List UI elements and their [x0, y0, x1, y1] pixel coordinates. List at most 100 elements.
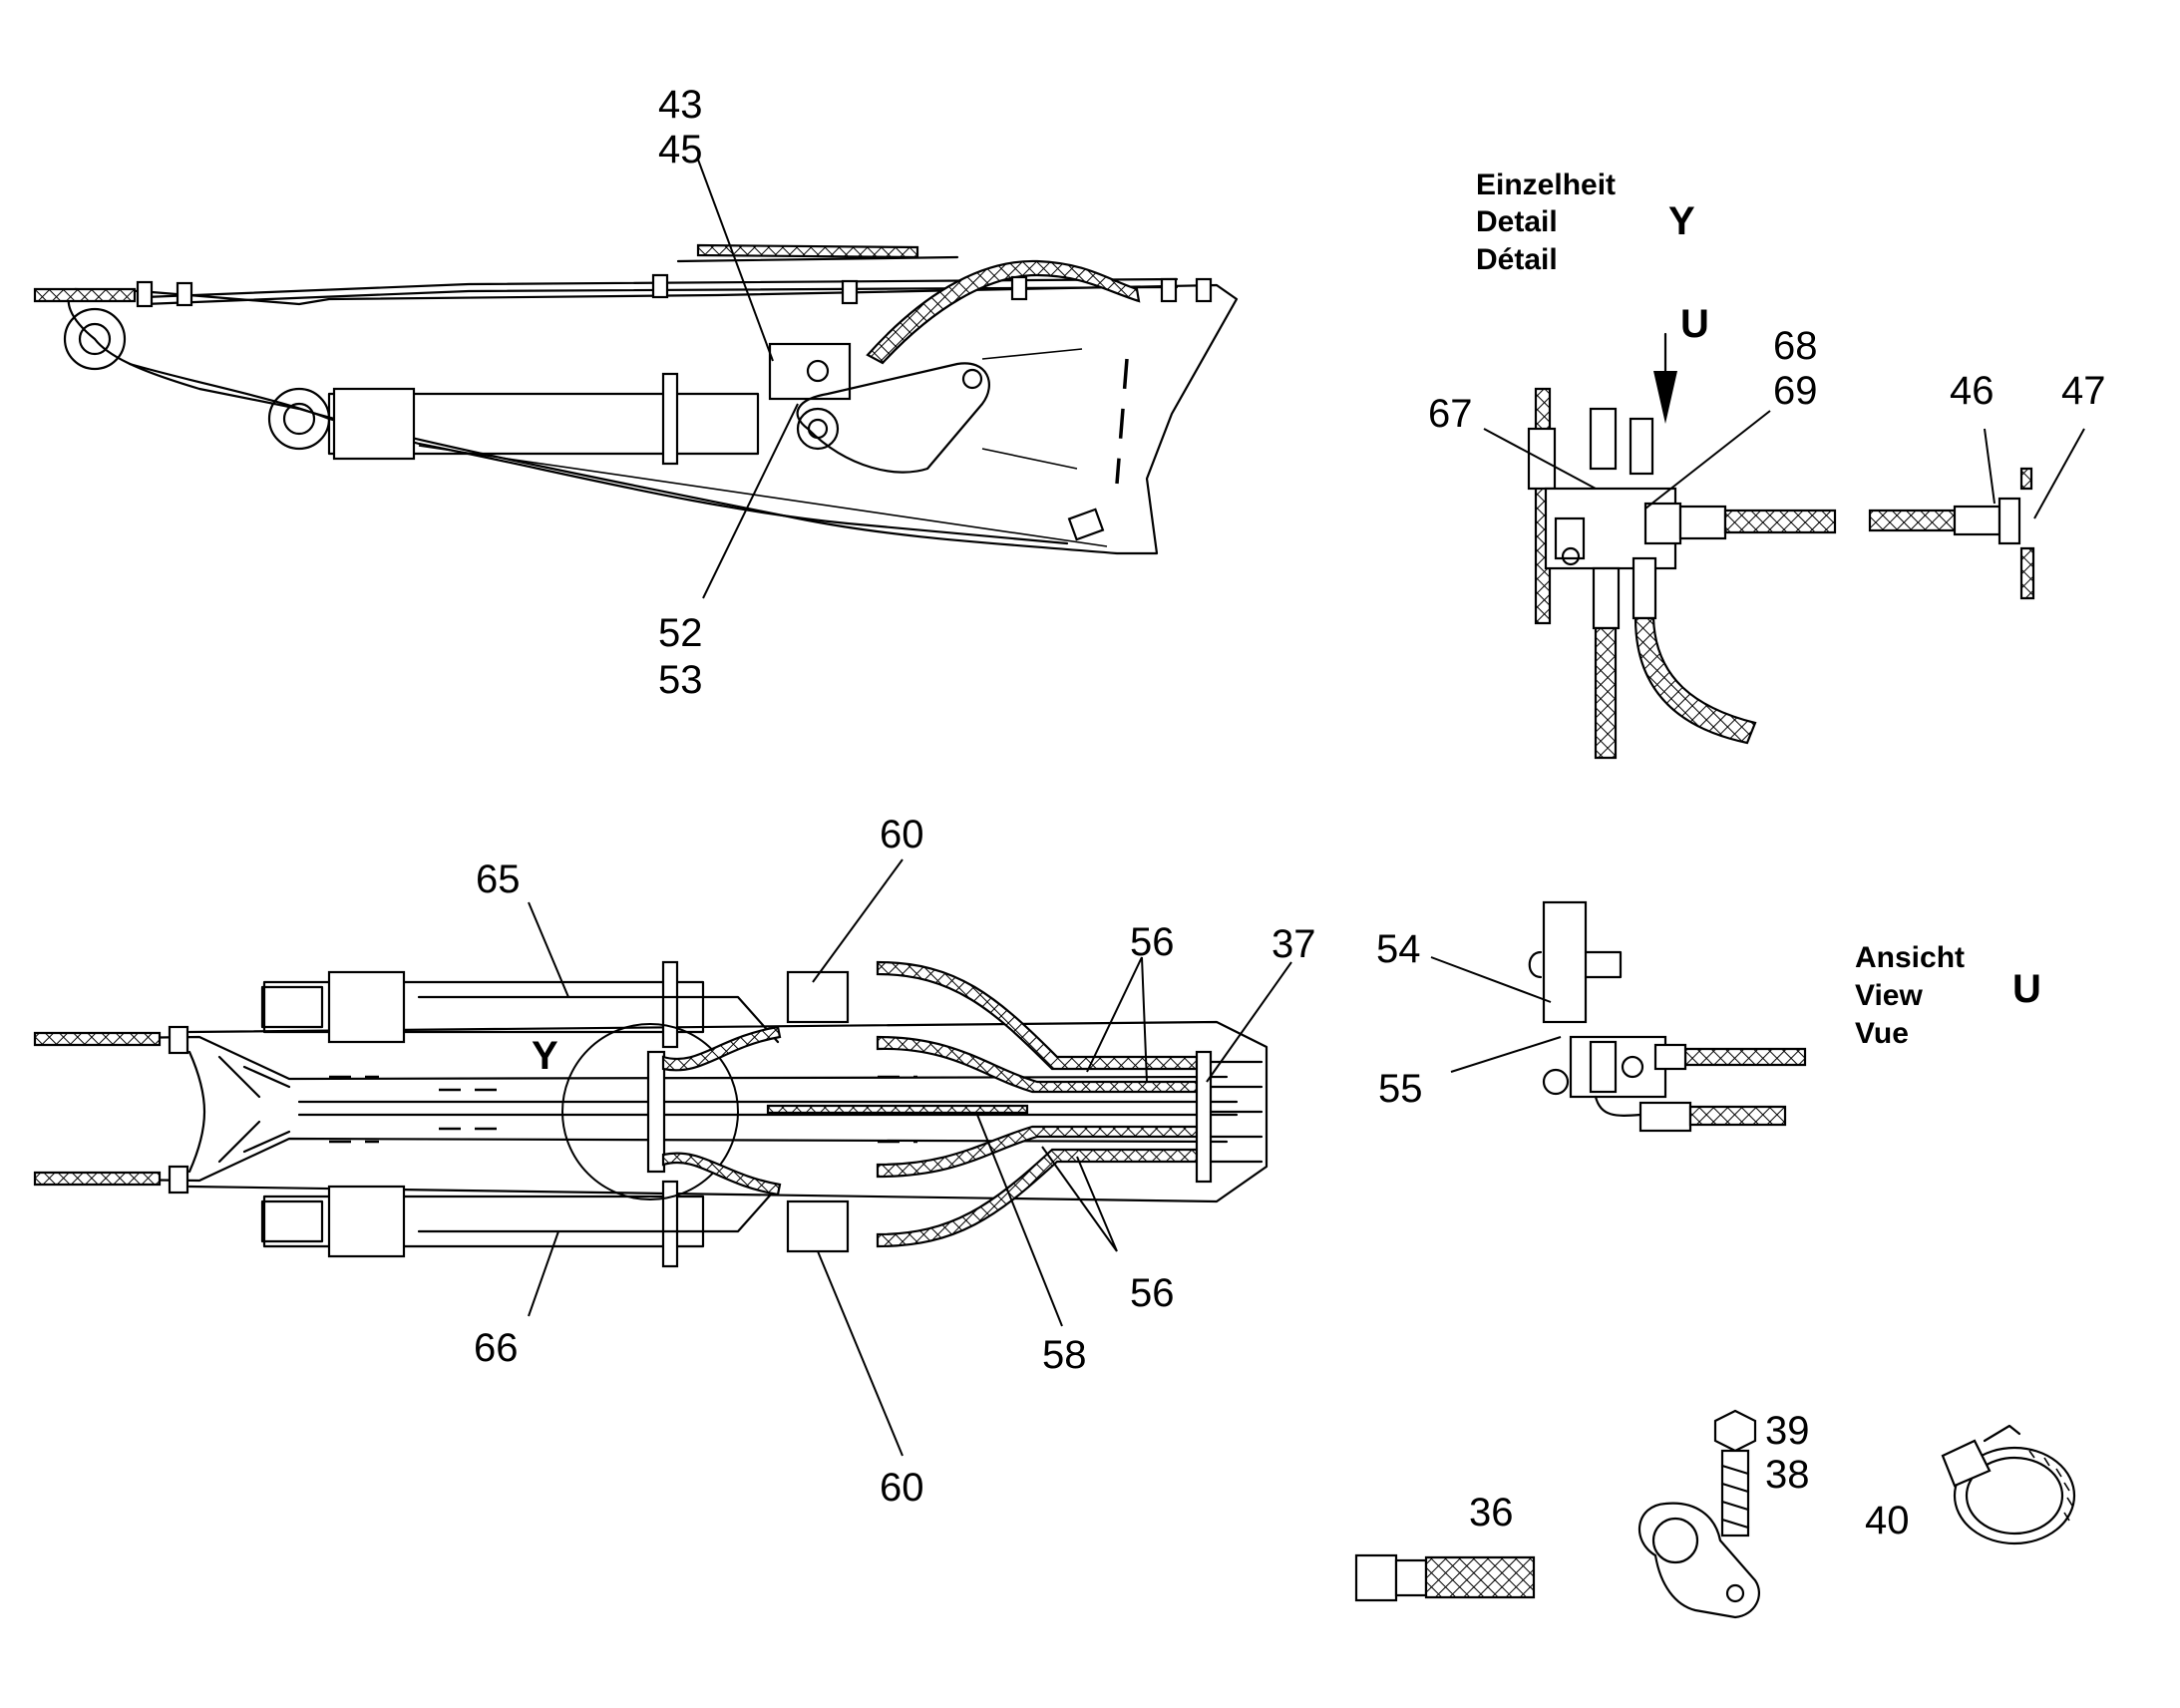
label-55: 55 — [1378, 1067, 1423, 1111]
part-39-threads — [1720, 1464, 1750, 1530]
part-36-nut — [1354, 1553, 1398, 1602]
detail-y-heading-en: Detail — [1476, 205, 1558, 238]
view-u — [1528, 900, 1807, 1133]
u-block — [1569, 1035, 1667, 1099]
boom-curved-hose — [866, 259, 1141, 365]
boom-side-view — [33, 243, 1239, 555]
y-port-1 — [1589, 407, 1618, 471]
tee-down — [2019, 546, 2035, 600]
leader-46 — [1984, 428, 1996, 505]
clamp-5 — [1195, 277, 1213, 303]
clamp-4 — [1160, 277, 1178, 303]
top-pipe — [143, 277, 1179, 299]
plan-fork-inner-2 — [217, 1055, 261, 1164]
leader-66 — [528, 1230, 559, 1317]
right-stubs — [1209, 1060, 1264, 1164]
label-45: 45 — [658, 128, 703, 171]
boom-front-eye-pin — [78, 322, 112, 356]
view-u-heading-fr: Vue — [1855, 1017, 1909, 1050]
y-hose-top — [661, 1025, 782, 1072]
y-hose-bottom — [661, 1152, 782, 1196]
plan-cylinder-top — [262, 980, 705, 1034]
circle-y-letter: Y — [532, 1034, 558, 1078]
leader-60-top — [812, 858, 904, 983]
plan-boom-outline — [187, 1020, 1269, 1203]
u-hose-bottom — [1688, 1105, 1787, 1127]
label-60-bottom: 60 — [880, 1466, 924, 1510]
part-40-band-inner — [1965, 1456, 2064, 1536]
pipe-66 — [417, 1185, 780, 1233]
y-fitting-right — [1678, 505, 1727, 540]
y-down-fitting-2 — [1632, 556, 1657, 620]
view-u-letter: U — [2012, 967, 2041, 1011]
pivot-plate — [796, 362, 990, 474]
y-nut-2 — [1643, 502, 1682, 545]
label-54: 54 — [1376, 927, 1421, 971]
part-36-ferrule — [1394, 1558, 1428, 1597]
label-65: 65 — [476, 857, 521, 901]
tee-up — [2019, 467, 2033, 491]
y-port-2 — [1629, 417, 1654, 476]
part-40-tail — [1983, 1424, 2021, 1443]
label-38: 38 — [1765, 1453, 1810, 1497]
plan-fork-inner — [187, 1050, 206, 1174]
clamp-2 — [176, 281, 193, 307]
cylinder-head — [332, 387, 416, 461]
leader-37 — [1206, 961, 1292, 1083]
u-hose-top — [1683, 1047, 1807, 1067]
y-bolt — [1561, 546, 1581, 566]
leader-68-69 — [1644, 410, 1771, 510]
detail-y-heading-fr: Détail — [1476, 243, 1558, 276]
plate-rod-2 — [981, 448, 1078, 470]
plan-hose-top-left — [33, 1031, 162, 1047]
y-nut-1 — [1554, 516, 1586, 560]
tee-47 — [1998, 497, 2021, 545]
y-down-fitting-1 — [1592, 566, 1621, 630]
u-fitting-top — [1653, 1043, 1687, 1071]
plan-valve-bottom — [786, 1199, 850, 1253]
leader-60-bottom — [817, 1250, 904, 1457]
pivot-pin — [807, 418, 829, 440]
part-36-hose — [1424, 1555, 1536, 1599]
part-38-clamp-hole — [1651, 1517, 1699, 1564]
view-u-heading-de: Ansicht — [1855, 941, 1965, 974]
leader-54 — [1430, 956, 1552, 1003]
center-hose-58 — [766, 1104, 1029, 1115]
boom-outline — [67, 283, 1239, 555]
label-68: 68 — [1773, 324, 1818, 368]
pipe-65 — [417, 995, 780, 1044]
boom-tab — [1067, 508, 1105, 541]
plan-clamp-bottom — [661, 1180, 679, 1268]
arrow-u-head — [1653, 371, 1677, 424]
u-pipe — [1528, 950, 1623, 979]
valve-block — [768, 342, 852, 401]
cylinder-clamp — [661, 372, 679, 466]
label-60-top: 60 — [880, 813, 924, 856]
mount-1 — [651, 273, 669, 299]
leader-56-top — [1086, 956, 1148, 1083]
label-46: 46 — [1950, 369, 1995, 413]
clamp-1 — [136, 280, 154, 308]
label-36: 36 — [1469, 1491, 1514, 1535]
y-down-hose-2 — [1634, 616, 1757, 745]
label-52: 52 — [658, 611, 703, 655]
plan-cyl-head-top — [327, 970, 406, 1044]
u-elbow — [1594, 1095, 1642, 1117]
u-nut — [1589, 1040, 1618, 1094]
view-u-heading-en: View — [1855, 979, 1923, 1012]
plan-rod-top — [260, 985, 324, 1029]
fitting-46 — [1953, 505, 2001, 536]
leader-52-53 — [702, 403, 799, 599]
part-40-band-outer — [1953, 1446, 2076, 1545]
leader-47 — [2033, 428, 2085, 519]
y-hose-right — [1723, 509, 1837, 534]
u-bolt — [1621, 1055, 1644, 1079]
part-39-bolt-head — [1713, 1409, 1757, 1453]
boom-chord-line — [418, 445, 1108, 547]
plan-valve-top — [786, 970, 850, 1024]
arrow-u-letter: U — [1680, 302, 1709, 346]
part-38-bolt-hole — [1725, 1583, 1745, 1603]
label-43: 43 — [658, 83, 703, 127]
label-53: 53 — [658, 658, 703, 702]
hose-left-end — [33, 287, 137, 303]
